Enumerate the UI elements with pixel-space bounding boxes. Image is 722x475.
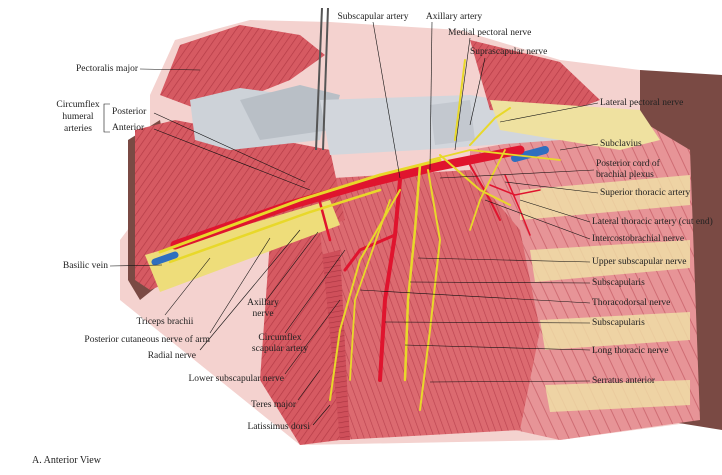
- label-axillary-nerve-line1: Axillary: [247, 298, 279, 308]
- label-teres-major: Teres major: [251, 400, 296, 410]
- label-intercostobrachial-nerve: Intercostobrachial nerve: [592, 234, 685, 244]
- label-thoracodorsal-nerve: Thoracodorsal nerve: [592, 298, 671, 308]
- label-circumflex-humeral-line2: humeral: [62, 112, 94, 122]
- label-medial-pectoral-nerve: Medial pectoral nerve: [448, 28, 532, 38]
- label-lateral-thoracic-artery: Lateral thoracic artery (cut end): [592, 217, 713, 227]
- label-suprascapular-nerve: Suprascapular nerve: [470, 47, 548, 57]
- label-subscapularis-1: Subscapularis: [592, 278, 645, 288]
- label-upper-subscapular-nerve: Upper subscapular nerve: [592, 257, 687, 267]
- label-anterior: Anterior: [112, 123, 145, 133]
- label-latissimus-dorsi: Latissimus dorsi: [247, 422, 310, 432]
- veins: [151, 146, 549, 266]
- label-pectoralis-major: Pectoralis major: [76, 64, 138, 74]
- pectoralis-major: [160, 25, 340, 150]
- label-long-thoracic-nerve: Long thoracic nerve: [592, 346, 669, 356]
- label-circumflex-scapular-line1: Circumflex: [258, 333, 302, 343]
- label-posterior-cord-line1: Posterior cord of: [596, 159, 660, 169]
- arm: [135, 120, 345, 292]
- label-superior-thoracic-artery: Superior thoracic artery: [600, 188, 691, 198]
- label-lateral-pectoral-nerve: Lateral pectoral nerve: [600, 98, 684, 108]
- leader-lines: [103, 21, 599, 426]
- label-radial-nerve: Radial nerve: [147, 351, 196, 361]
- label-lower-subscapular-nerve: Lower subscapular nerve: [188, 374, 285, 384]
- retractor: [315, 7, 329, 151]
- tendon-sheet: [320, 40, 660, 155]
- label-axillary-nerve-line2: nerve: [252, 309, 274, 319]
- label-serratus-anterior: Serratus anterior: [592, 376, 656, 386]
- label-posterior-cord-line2: brachial plexus: [596, 170, 654, 180]
- label-subclavius: Subclavius: [600, 139, 642, 149]
- label-basilic-vein: Basilic vein: [62, 261, 108, 271]
- nerves: [158, 59, 561, 411]
- figure-caption: A. Anterior View: [32, 455, 101, 466]
- label-circumflex-humeral-line1: Circumflex: [56, 100, 100, 110]
- label-triceps-brachii: Triceps brachii: [136, 317, 194, 327]
- label-subscapularis-2: Subscapularis: [592, 318, 645, 328]
- label-circumflex-scapular-line2: scapular artery: [251, 344, 309, 354]
- latissimus-teres: [260, 230, 340, 445]
- label-posterior: Posterior: [112, 107, 147, 117]
- label-subscapular-artery: Subscapular artery: [337, 12, 409, 22]
- label-posterior-cutaneous-nerve: Posterior cutaneous nerve of arm: [84, 335, 210, 345]
- label-circumflex-humeral-line3: arteries: [64, 124, 92, 134]
- label-axillary-artery: Axillary artery: [425, 12, 483, 22]
